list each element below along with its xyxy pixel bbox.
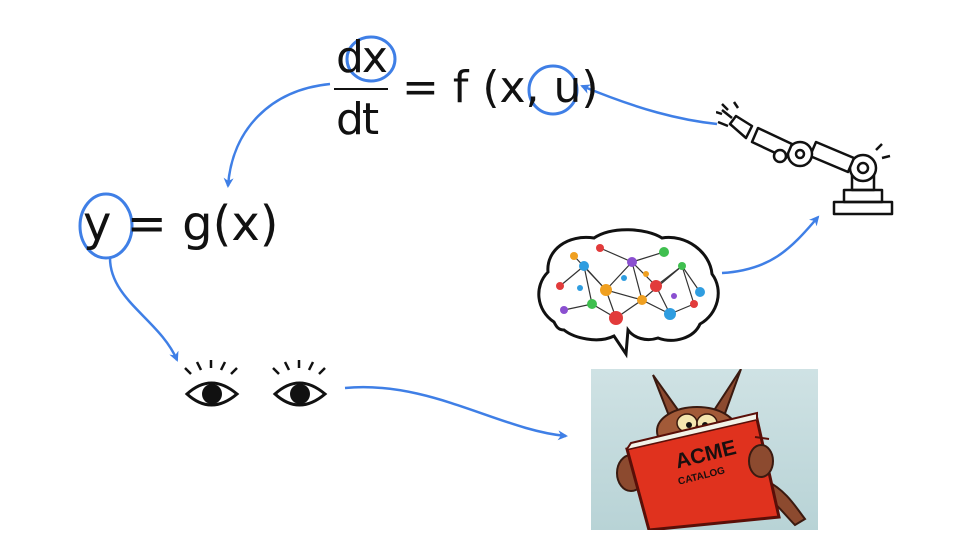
eye-icon [184, 360, 240, 407]
highlight-circle-u [527, 64, 579, 116]
eye-icon [272, 360, 328, 407]
arrow-eyes-to-catalog [344, 385, 568, 441]
highlight-circle-x [345, 35, 397, 83]
output-equation: y = g(x) [83, 196, 279, 252]
derivative-numerator: dx [336, 32, 388, 83]
arrow-output-to-eyes [108, 257, 179, 362]
dynamics-rhs: = f (x, u) [402, 62, 599, 113]
arrow-brain-to-robot [721, 215, 820, 275]
highlight-circle-y [78, 192, 134, 260]
robot-arm-icon [716, 101, 894, 216]
coyote-reading-catalog-image: ACME CATALOG [591, 369, 818, 530]
derivative-denominator: dt [336, 94, 379, 145]
coyote-illustration [616, 369, 807, 530]
arrow-robot-to-input [580, 84, 718, 126]
fraction-bar [334, 88, 388, 90]
arrow-state-to-output [223, 82, 331, 188]
brain-network-icon [537, 228, 720, 359]
eyes-group [184, 360, 328, 407]
